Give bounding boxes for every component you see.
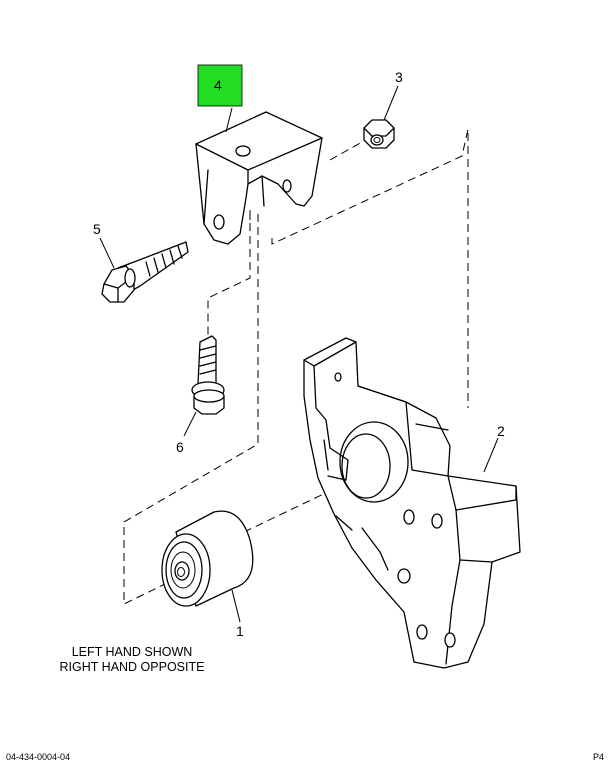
bolt-part-5[interactable] bbox=[101, 241, 189, 303]
callout-4[interactable]: 4 bbox=[214, 77, 222, 93]
note-line-1: LEFT HAND SHOWN bbox=[71, 645, 193, 659]
callout-5[interactable]: 5 bbox=[93, 221, 101, 237]
page-code: P4 bbox=[592, 752, 604, 762]
nut-part-3[interactable] bbox=[363, 119, 395, 149]
drawing-number: 04-434-0004-04 bbox=[6, 752, 71, 762]
callout-4-highlight[interactable] bbox=[197, 64, 243, 107]
callout-2[interactable]: 2 bbox=[497, 423, 505, 439]
bracket-part-4[interactable] bbox=[195, 111, 323, 245]
bolt-part-6[interactable] bbox=[191, 335, 225, 415]
callout-1[interactable]: 1 bbox=[236, 623, 244, 639]
callout-leaders bbox=[99, 85, 499, 623]
orientation-note: LEFT HAND SHOWN RIGHT HAND OPPOSITE bbox=[52, 645, 212, 675]
callout-3[interactable]: 3 bbox=[395, 69, 403, 85]
hanger-part-2[interactable] bbox=[303, 337, 521, 669]
bushing-part-1[interactable] bbox=[161, 510, 254, 607]
note-line-2: RIGHT HAND OPPOSITE bbox=[59, 660, 205, 674]
callout-6[interactable]: 6 bbox=[176, 439, 184, 455]
